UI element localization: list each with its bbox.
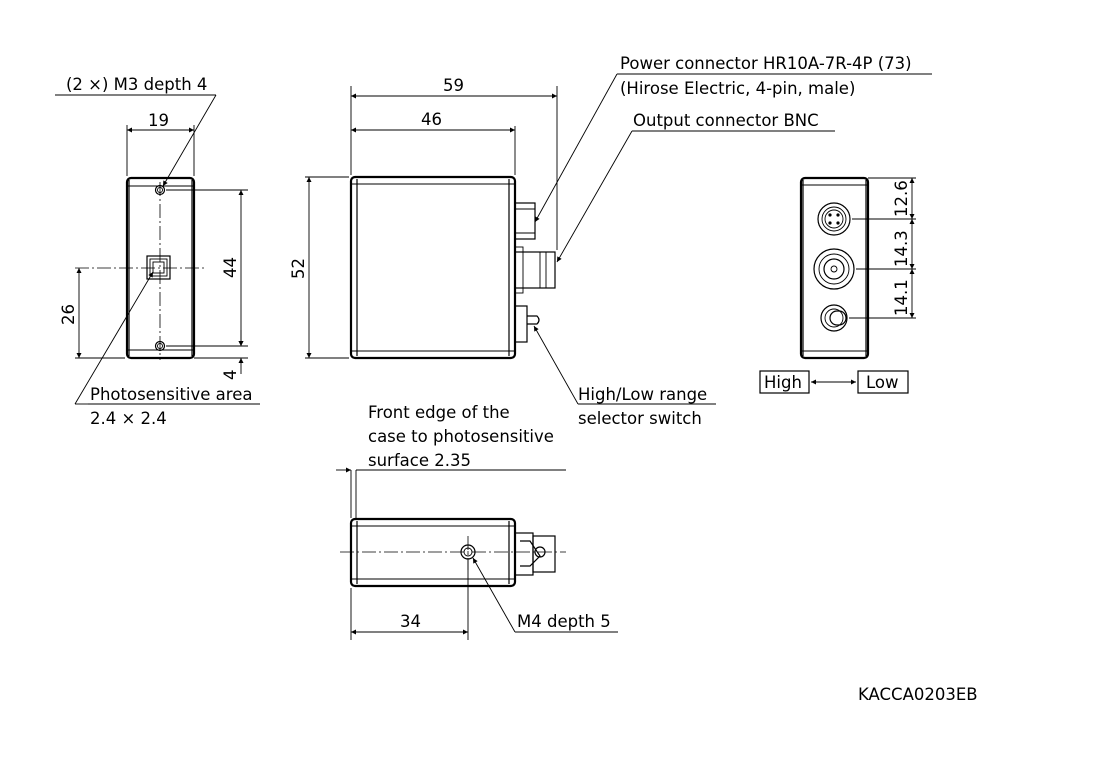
output-connector-label: Output connector BNC — [633, 111, 819, 130]
drawing-code: KACCA0203EB — [858, 685, 978, 704]
bottom-view — [336, 467, 618, 640]
photosensitive-window — [146, 255, 171, 280]
switch-label-1: High/Low range — [578, 385, 707, 404]
rear-bnc-connector — [813, 248, 855, 290]
dim-bottom-screw-offset: 34 — [400, 612, 421, 631]
power-connector-label-2: (Hirose Electric, 4-pin, male) — [620, 79, 855, 98]
rear-selector-switch — [820, 304, 848, 332]
high-label: High — [764, 373, 802, 392]
photosensitive-area-label: Photosensitive area — [90, 385, 252, 404]
side-view-body — [349, 175, 517, 360]
front-edge-label-2: case to photosensitive — [368, 427, 554, 446]
dim-front-bottom-offset: 4 — [221, 370, 240, 381]
dim-front-hole-pitch: 44 — [221, 257, 240, 278]
front-edge-label-1: Front edge of the — [368, 403, 510, 422]
side-view — [305, 73, 932, 405]
bottom-view-body — [349, 517, 517, 588]
side-bnc-connector — [514, 251, 556, 289]
front-edge-label-3: surface 2.35 — [368, 451, 471, 470]
dim-side-body-width: 46 — [421, 110, 442, 129]
dim-side-total-width: 59 — [443, 76, 464, 95]
dim-rear-switch-pitch: 14.1 — [892, 279, 911, 316]
low-box — [857, 370, 909, 394]
switch-label-2: selector switch — [578, 409, 702, 428]
rear-view-body — [799, 176, 870, 360]
side-selector-switch — [514, 305, 528, 343]
dim-front-width: 19 — [148, 111, 169, 130]
power-connector-label-1: Power connector HR10A-7R-4P (73) — [620, 54, 912, 73]
high-box — [759, 370, 810, 394]
low-label: Low — [866, 373, 899, 392]
mount-holes-label: (2 ×) M3 depth 4 — [66, 75, 207, 94]
side-power-connector — [514, 202, 536, 240]
dim-rear-bnc-pitch: 14.3 — [892, 230, 911, 267]
photosensitive-size-label: 2.4 × 2.4 — [90, 409, 167, 428]
dim-front-center-height: 26 — [59, 304, 78, 325]
bottom-screw-label: M4 depth 5 — [517, 612, 611, 631]
dim-side-height: 52 — [289, 258, 308, 279]
rear-view — [759, 176, 916, 394]
front-view — [55, 94, 260, 405]
rear-power-connector — [817, 202, 851, 236]
labels: (2 ×) M3 depth 4 19 44 26 4 Photosensiti… — [59, 54, 978, 704]
dim-rear-power-offset: 12.6 — [892, 180, 911, 217]
